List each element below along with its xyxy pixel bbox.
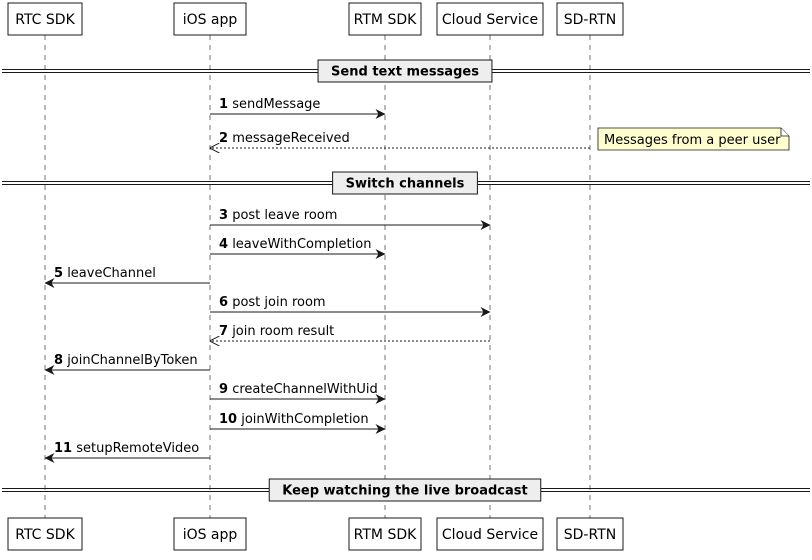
participant-rtm-bottom: RTM SDK — [348, 517, 422, 551]
message-label: 3 post leave room — [219, 208, 337, 223]
message-11: 11 setupRemoteVideo — [44, 441, 210, 463]
message-label: 6 post join room — [219, 295, 326, 310]
participant-sdrtn-bottom: SD-RTN — [556, 517, 624, 551]
message-text: leaveWithCompletion — [232, 237, 371, 252]
message-6: 6 post join room — [210, 295, 491, 317]
section-divider-keep: Keep watching the live broadcast — [2, 478, 810, 502]
message-text: leaveChannel — [67, 266, 156, 281]
section-label-box — [317, 59, 493, 83]
participant-box — [173, 517, 247, 551]
participant-box — [436, 2, 544, 36]
message-2: 2 messageReceived — [210, 131, 590, 148]
message-3: 3 post leave room — [210, 208, 491, 230]
note-box — [597, 127, 790, 151]
message-number: 4 — [219, 237, 228, 252]
message-1: 1 sendMessage — [210, 97, 386, 119]
message-number: 5 — [54, 266, 63, 281]
message-text: joinChannelByToken — [66, 353, 197, 368]
participant-label: iOS app — [183, 12, 238, 28]
participant-ios-bottom: iOS app — [173, 517, 247, 551]
message-text: post join room — [232, 295, 325, 310]
message-5: 5 leaveChannel — [44, 266, 210, 288]
message-label: 5 leaveChannel — [54, 266, 156, 281]
section-label-box — [268, 478, 542, 502]
message-number: 10 — [219, 412, 237, 427]
message-number: 7 — [219, 324, 228, 339]
section-divider-text: Send text messages — [2, 59, 810, 83]
participant-rtm-top: RTM SDK — [348, 2, 422, 36]
message-text: post leave room — [232, 208, 337, 223]
message-text: joinWithCompletion — [240, 412, 368, 427]
note-text: Messages from a peer user — [604, 133, 781, 148]
participant-box — [556, 2, 624, 36]
message-number: 11 — [54, 441, 72, 456]
message-label: 11 setupRemoteVideo — [54, 441, 199, 456]
participant-box — [348, 2, 422, 36]
message-8: 8 joinChannelByToken — [44, 353, 210, 375]
participant-box — [348, 517, 422, 551]
message-text: messageReceived — [232, 131, 350, 146]
message-7: 7 join room result — [210, 324, 490, 341]
message-text: sendMessage — [232, 97, 320, 112]
participant-label: Cloud Service — [442, 12, 538, 28]
section-divider-switch: Switch channels — [2, 171, 810, 195]
participant-box — [7, 517, 83, 551]
message-number: 1 — [219, 97, 228, 112]
note-fold — [780, 128, 789, 137]
participant-box — [7, 2, 83, 36]
note-peer-messages: Messages from a peer user — [597, 127, 790, 151]
message-text: join room result — [231, 324, 334, 339]
message-text: setupRemoteVideo — [76, 441, 199, 456]
participant-sdrtn-top: SD-RTN — [556, 2, 624, 36]
participant-label: RTC SDK — [15, 527, 75, 543]
message-number: 9 — [219, 382, 228, 397]
message-number: 2 — [219, 131, 228, 146]
message-label: 8 joinChannelByToken — [54, 353, 198, 368]
participant-box — [556, 517, 624, 551]
participant-label: RTM SDK — [354, 527, 417, 543]
message-label: 1 sendMessage — [219, 97, 320, 112]
participant-label: Cloud Service — [442, 527, 538, 543]
participant-label: SD-RTN — [564, 12, 616, 28]
message-label: 10 joinWithCompletion — [219, 412, 369, 427]
participant-label: RTM SDK — [354, 12, 417, 28]
message-10: 10 joinWithCompletion — [210, 412, 386, 434]
participant-cloud-bottom: Cloud Service — [436, 517, 544, 551]
message-label: 9 createChannelWithUid — [219, 382, 378, 397]
participant-label: iOS app — [183, 527, 238, 543]
message-label: 4 leaveWithCompletion — [219, 237, 371, 252]
section-label: Keep watching the live broadcast — [282, 484, 528, 499]
participant-cloud-top: Cloud Service — [436, 2, 544, 36]
section-label: Send text messages — [331, 65, 479, 80]
message-label: 7 join room result — [219, 324, 334, 339]
participant-rtc-bottom: RTC SDK — [7, 517, 83, 551]
participant-label: RTC SDK — [15, 12, 75, 28]
message-label: 2 messageReceived — [219, 131, 350, 146]
message-9: 9 createChannelWithUid — [210, 382, 386, 404]
participant-ios-top: iOS app — [173, 2, 247, 36]
section-label: Switch channels — [346, 177, 465, 192]
message-4: 4 leaveWithCompletion — [210, 237, 386, 259]
participant-label: SD-RTN — [564, 527, 616, 543]
message-number: 3 — [219, 208, 228, 223]
message-number: 6 — [219, 295, 228, 310]
participant-rtc-top: RTC SDK — [7, 2, 83, 36]
section-label-box — [332, 171, 478, 195]
message-number: 8 — [54, 353, 63, 368]
participant-box — [173, 2, 247, 36]
message-text: createChannelWithUid — [232, 382, 378, 397]
participant-box — [436, 517, 544, 551]
